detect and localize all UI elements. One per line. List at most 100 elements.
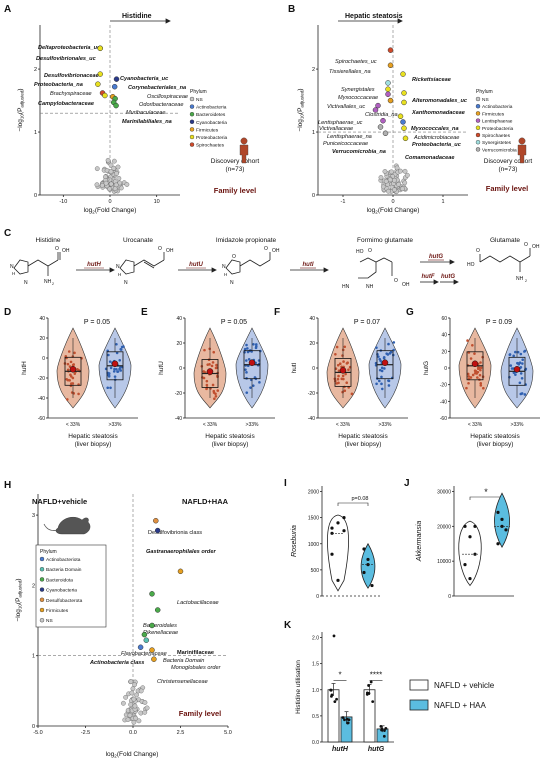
violin-dot — [113, 375, 117, 378]
violin-dot — [378, 379, 381, 383]
legend-label: Bacteroidota — [46, 577, 73, 583]
legend-label: Proteobacteria — [482, 126, 514, 132]
legend-label: Actinobacteria — [196, 105, 227, 111]
violin-dot — [478, 373, 482, 377]
violin-dot — [375, 382, 378, 386]
violin-dot — [65, 398, 69, 401]
x-tick-label: -5.0 — [33, 730, 42, 736]
point-label: Brachyspiraceae — [50, 91, 92, 97]
legend-label: Verrucomicrobia — [482, 147, 517, 153]
atom: N — [24, 280, 28, 286]
violin-dot — [520, 377, 524, 380]
person-icon — [239, 144, 249, 164]
violin-dot — [243, 347, 247, 351]
bond — [479, 248, 531, 262]
person-icon — [240, 137, 248, 145]
violin-dot — [385, 352, 388, 355]
enzyme-label: hutG — [429, 254, 443, 260]
violin-dot — [211, 361, 215, 364]
violin-dot — [65, 378, 69, 381]
y-tick-label: -20 — [38, 376, 45, 382]
ns-point — [142, 700, 148, 705]
sig-point — [385, 91, 391, 98]
x-axis-title: log2(Fold Change) — [367, 207, 420, 215]
ns-point — [400, 186, 405, 192]
x-axis-title: Hepatic steatosis — [470, 433, 520, 440]
ns-point — [402, 168, 408, 174]
point-label: Flavobacteriaceae — [121, 651, 167, 657]
ns-point — [391, 177, 397, 183]
y-axis-title-text: −log10(Padjusted) — [297, 88, 305, 131]
y-axis-title: −log10(Padjusted) — [17, 88, 25, 131]
x-axis-title: Hepatic steatosis — [338, 433, 388, 440]
atom: OH — [532, 244, 540, 250]
violin-dot — [119, 369, 123, 372]
violin-dot — [523, 350, 526, 353]
legend-swatch — [39, 556, 45, 562]
violin-dot — [466, 339, 469, 342]
point-label: Muribaculaceae — [126, 110, 166, 116]
y-tick-label: 1.5 — [312, 662, 319, 668]
legend-swatch — [39, 607, 45, 613]
ns-point — [129, 690, 135, 696]
atom: H — [12, 271, 15, 276]
y-tick-label: 20 — [39, 336, 45, 342]
enzyme-label: hutF — [422, 274, 435, 280]
legend-label: Spirochaetes — [482, 133, 511, 139]
atom: OH — [402, 282, 410, 288]
bond — [57, 252, 61, 260]
ns-point — [382, 169, 388, 174]
sig-point — [113, 102, 119, 109]
mean-marker — [513, 366, 521, 373]
data-point — [335, 697, 338, 701]
ns-point — [389, 169, 394, 175]
mouse-icon — [55, 517, 91, 535]
y-axis-title: Histidine utilisation — [295, 660, 302, 714]
violin-dot — [479, 366, 483, 370]
x-tick-label: hutH — [332, 746, 349, 753]
legend-swatch-vehicle — [409, 679, 429, 691]
x-axis-title: log2(Fold Change) — [84, 207, 137, 215]
sig-point — [397, 113, 404, 120]
ns-point — [105, 157, 111, 163]
ns-point — [131, 719, 137, 725]
violin-dot — [253, 376, 257, 379]
x-tick-label: 10 — [154, 199, 160, 205]
legend-label: Bacteria Domain — [46, 567, 82, 573]
violin-dot — [334, 352, 337, 356]
violin-dot — [112, 370, 116, 373]
sig-point — [387, 47, 394, 53]
violin-dot — [336, 377, 340, 381]
violin-dot — [380, 366, 384, 370]
chain — [358, 262, 377, 279]
violin-dot — [203, 348, 206, 352]
sig-bracket — [469, 496, 503, 500]
legend-label: Bacteroidetes — [196, 112, 226, 118]
mouse-icon — [43, 523, 59, 531]
data-point — [380, 728, 384, 732]
ns-point — [378, 175, 384, 180]
violin-dot — [518, 361, 522, 364]
atom: H — [118, 272, 121, 277]
y-tick-label: 2 — [312, 67, 315, 73]
legend-swatch — [189, 96, 195, 102]
enzyme-label: hutG — [441, 274, 455, 280]
legend-label: Synergistetes — [482, 140, 512, 146]
arrowhead — [433, 279, 439, 285]
point-label: Myxococcaceae — [338, 95, 378, 101]
legend-label: Cyanobacteria — [46, 588, 77, 594]
violin-dot — [107, 372, 111, 375]
legend-label: NS — [196, 97, 203, 103]
ns-point — [142, 709, 148, 715]
violin-dot — [244, 368, 247, 371]
x-tick-label: >33% — [109, 422, 122, 428]
y-tick-label: -20 — [175, 391, 182, 397]
y-tick-label: 0 — [179, 366, 182, 372]
chain — [27, 259, 59, 267]
mean-marker — [381, 359, 389, 366]
compound-name: Formimo glutamate — [357, 237, 413, 244]
violin-dot — [119, 347, 123, 351]
panel-letter-B: B — [288, 4, 295, 15]
legend-swatch — [189, 104, 195, 109]
